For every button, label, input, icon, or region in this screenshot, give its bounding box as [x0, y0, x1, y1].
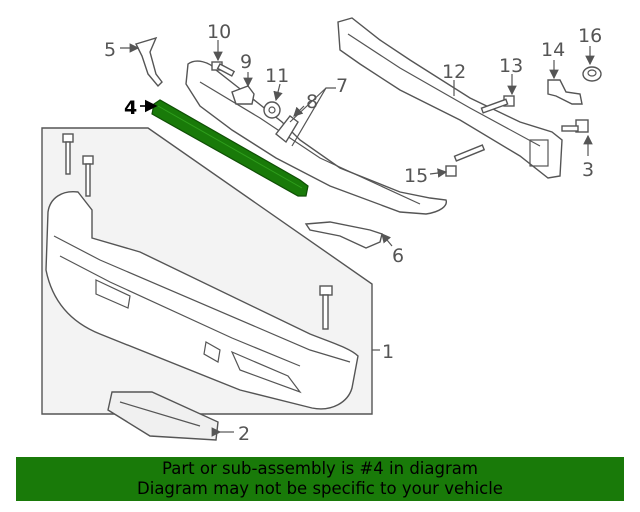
bracket-part-14[interactable]	[547, 79, 583, 105]
callout-1: 1	[382, 341, 394, 363]
callout-5: 5	[104, 39, 116, 61]
leader-lines	[120, 40, 595, 247]
callout-9: 9	[240, 51, 252, 73]
callout-8: 8	[306, 91, 318, 113]
callout-11: 11	[265, 65, 289, 87]
part-info-banner: Part or sub-assembly is #4 in diagram Di…	[16, 457, 624, 501]
trim-part-6[interactable]	[304, 221, 383, 249]
banner-line-1: Part or sub-assembly is #4 in diagram	[162, 459, 478, 478]
bolt-part-13[interactable]	[480, 95, 515, 114]
callout-6: 6	[392, 245, 404, 267]
fastener-part-10[interactable]	[211, 61, 236, 77]
callout-4: 4	[124, 97, 137, 119]
callout-10: 10	[207, 21, 231, 43]
skid-plate-part-2[interactable]	[107, 391, 234, 441]
callout-13: 13	[499, 55, 523, 77]
bolt-part-15[interactable]	[445, 144, 486, 177]
absorber-part-12[interactable]	[337, 17, 563, 179]
callout-16: 16	[578, 25, 602, 47]
callout-3: 3	[582, 159, 594, 181]
parts-diagram: 1 2 3 4 5 6 7 8 9 10 11 12 13 14 15 16	[41, 17, 602, 445]
callout-2: 2	[238, 423, 250, 445]
banner-line-2: Diagram may not be specific to your vehi…	[137, 479, 503, 498]
callout-15: 15	[404, 165, 428, 187]
callout-14: 14	[541, 39, 565, 61]
bracket-part-5[interactable]	[135, 36, 163, 88]
part-4-highlighted[interactable]	[151, 99, 309, 197]
callout-7: 7	[336, 75, 348, 97]
bumper-cover-part-1[interactable]	[45, 191, 359, 410]
bolt-icon	[62, 133, 333, 330]
callout-12: 12	[442, 61, 466, 83]
nut-part-16[interactable]	[582, 66, 602, 82]
nut-part-11[interactable]	[263, 101, 281, 119]
bolt-part-3[interactable]	[561, 119, 589, 133]
bracket-part-8[interactable]	[275, 115, 299, 144]
